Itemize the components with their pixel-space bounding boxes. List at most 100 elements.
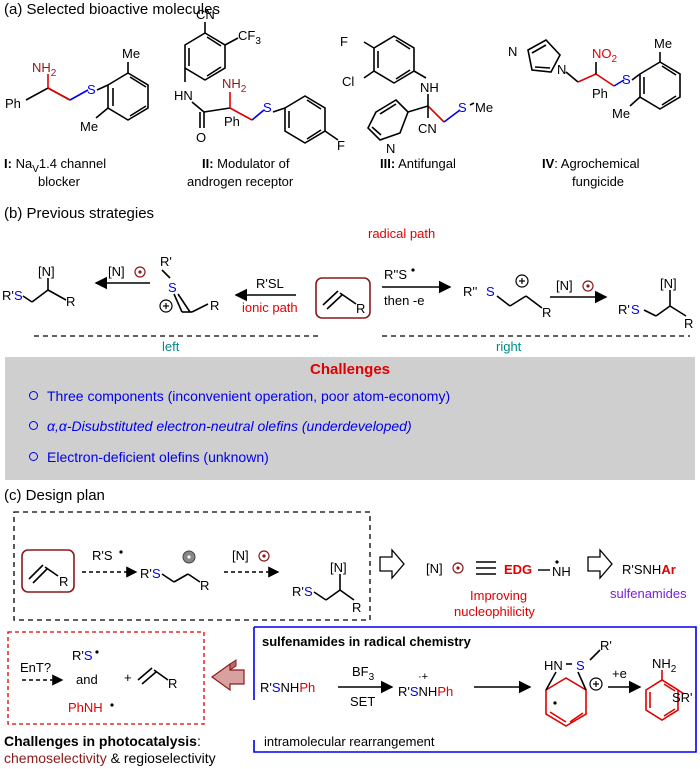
c-bicyclic-intermediate [545, 649, 601, 727]
m3-nh: NH [420, 80, 439, 95]
molecule-4-structure [527, 38, 681, 110]
c-plus: + [124, 670, 132, 685]
m4-n2: N [557, 62, 566, 77]
m2-ph: Ph [224, 114, 240, 129]
c-bf3: BF3 [352, 664, 375, 683]
thiiranium-rp: R' [160, 254, 172, 269]
b-right-product [643, 290, 687, 317]
c-edg: EDG [504, 562, 532, 577]
section-a-heading: (a) Selected bioactive molecules [4, 1, 220, 18]
m2-hn: HN [174, 88, 193, 103]
m2-caption-line2: androgen receptor [187, 174, 294, 189]
c-sulfenamides: sulfenamides [610, 586, 687, 601]
c-photocatalysis-box [7, 631, 205, 725]
c-int-rp2: R' [600, 638, 612, 653]
c-thiyl-dot [119, 550, 123, 554]
c-radcat-mark: ·+ [418, 671, 428, 683]
c-challenges-photo: Challenges in photocatalysis: [4, 733, 201, 749]
b-alkene-r: R [356, 301, 365, 316]
b-cation-plus [515, 274, 529, 288]
c-phnh-dot [110, 703, 114, 707]
m3-s: S [458, 100, 467, 115]
b-right-n: [N] [660, 276, 677, 291]
b-cation-s: S [486, 284, 495, 299]
challenge-text-2: α,α-Disubstituted electron-neutral olefi… [47, 418, 412, 434]
b-then-e: then -e [384, 293, 424, 308]
m2-caption-line1: II: Modulator of [202, 156, 290, 171]
m1-me1: Me [122, 46, 140, 61]
c-set: SET [350, 694, 375, 709]
m3-cl: Cl [342, 74, 354, 89]
c-ent: EnT? [20, 660, 51, 675]
c-int-plus [589, 677, 603, 691]
c-int-s: S [152, 566, 161, 581]
c-radical-intermediate [161, 573, 201, 583]
c-rps-dot [95, 650, 99, 654]
m4-me2: Me [612, 106, 630, 121]
c-nh-dot [555, 560, 559, 564]
b-left-s: S [14, 288, 23, 303]
m3-caption: III: Antifungal [380, 156, 456, 171]
c-int-rp: R' [140, 566, 152, 581]
b-cation-rpp: R'' [463, 284, 477, 299]
c-prod-s: S [304, 584, 313, 599]
b-cation [496, 295, 543, 309]
m4-n1: N [508, 44, 517, 59]
c-photo-r: R [168, 676, 177, 691]
c-3d-arrow [210, 662, 245, 692]
c-rps: R'S [72, 648, 93, 663]
c-int-s2: S [576, 658, 585, 673]
challenge-item-2: α,α-Disubstituted electron-neutral olefi… [29, 418, 412, 434]
c-alkene-r: R [59, 574, 68, 589]
c-design-box [13, 511, 371, 621]
c-sm: R'SNHPh [260, 680, 315, 695]
m3-f: F [340, 34, 348, 49]
m3-cn: CN [418, 121, 437, 136]
challenge-item-1: Three components (inconvenient operation… [29, 388, 450, 404]
m4-caption-line1: IV: Agrochemical [542, 156, 640, 171]
m4-ph: Ph [592, 86, 608, 101]
b-n-radical-dot-right [586, 284, 590, 288]
c-phnh: PhNH [68, 700, 103, 715]
b-right-s: S [631, 302, 640, 317]
equiv-sign [476, 561, 496, 575]
c-int-r: R [200, 578, 209, 593]
c-n-equiv: [N] [426, 561, 443, 576]
b-left-r: R [66, 294, 75, 309]
c-selectivity: chemoselectivity & regioselectivity [4, 750, 216, 766]
c-int-radical-dot [553, 701, 557, 705]
thiiranium-plus-circle [159, 299, 173, 313]
c-arrow-n: [N] [232, 548, 249, 563]
thiiranium-r: R [210, 298, 219, 313]
bullet-circle-icon [29, 420, 38, 430]
m1-me2: Me [80, 119, 98, 134]
thiiranium-ion [161, 269, 209, 313]
m3-n: N [386, 141, 395, 156]
m2-cn: CN [196, 7, 215, 22]
c-radcat: R'SNHPh [398, 684, 453, 699]
c-rearrangement: intramolecular rearrangement [264, 734, 435, 749]
section-c-heading: (c) Design plan [4, 487, 105, 504]
molecule-2-structure [184, 22, 339, 144]
c-sulfenamide-formula: R'SNHAr [622, 562, 676, 577]
c-prod-sr: SR' [672, 690, 693, 705]
open-arrow-2 [587, 548, 613, 580]
c-alkene [28, 564, 59, 584]
m1-caption-line1: I: NaV1.4 channel [4, 156, 106, 175]
c-int-hn: HN [544, 658, 563, 673]
m2-f: F [337, 138, 345, 153]
m4-no2: NO2 [592, 46, 618, 65]
c-photo-alkene [137, 667, 169, 685]
m4-caption-line2: fungicide [572, 174, 624, 189]
c-improving-2: nucleophilicity [454, 604, 535, 619]
b-alkene-box [315, 277, 371, 319]
c-nh: NH [552, 564, 571, 579]
c-reagent: R'S [92, 548, 113, 563]
c-3d-arrow-top [229, 659, 237, 671]
b-arrow-n-left: [N] [108, 264, 125, 279]
b-reagent-left: R'SL [256, 276, 284, 291]
c-box-title: sulfenamides in radical chemistry [262, 634, 472, 649]
c-improving-1: Improving [470, 588, 527, 603]
m2-s: S [263, 100, 272, 115]
